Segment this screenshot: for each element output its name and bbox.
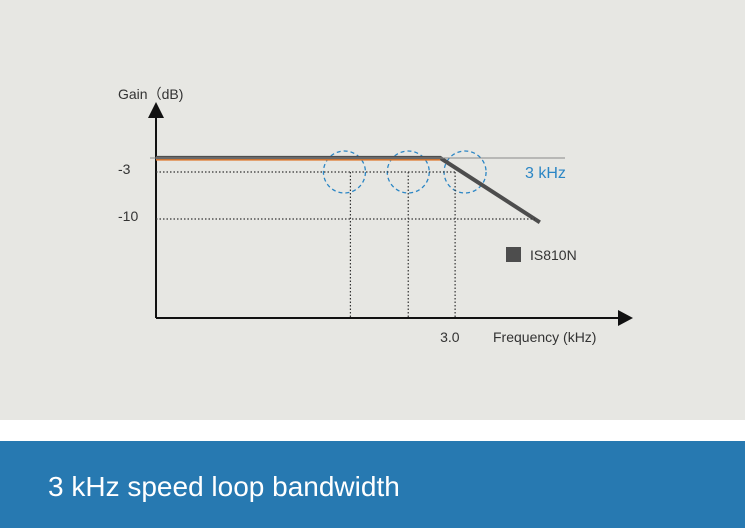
y-tick-label: -10 (118, 208, 138, 224)
banner-title: 3 kHz speed loop bandwidth (48, 471, 400, 502)
y-axis-label: Gain（dB) (118, 86, 183, 102)
highlight-circle (322, 150, 367, 194)
x-axis-arrow (618, 310, 633, 326)
legend-swatch (506, 247, 521, 262)
caption-banner: 3 kHz speed loop bandwidth (0, 441, 745, 528)
y-tick-label: -3 (118, 161, 131, 177)
x-tick-label: 3.0 (440, 329, 460, 345)
bandwidth-annotation: 3 kHz (525, 165, 566, 182)
legend-label: IS810N (530, 247, 577, 263)
chart-panel: 3.0-10-3 Gain（dB) Frequency (kHz) 3 kHz … (0, 0, 745, 420)
series-line-IS810N (156, 155, 541, 225)
x-axis-label: Frequency (kHz) (493, 329, 596, 345)
bandwidth-chart: 3.0-10-3 Gain（dB) Frequency (kHz) 3 kHz … (118, 86, 633, 345)
